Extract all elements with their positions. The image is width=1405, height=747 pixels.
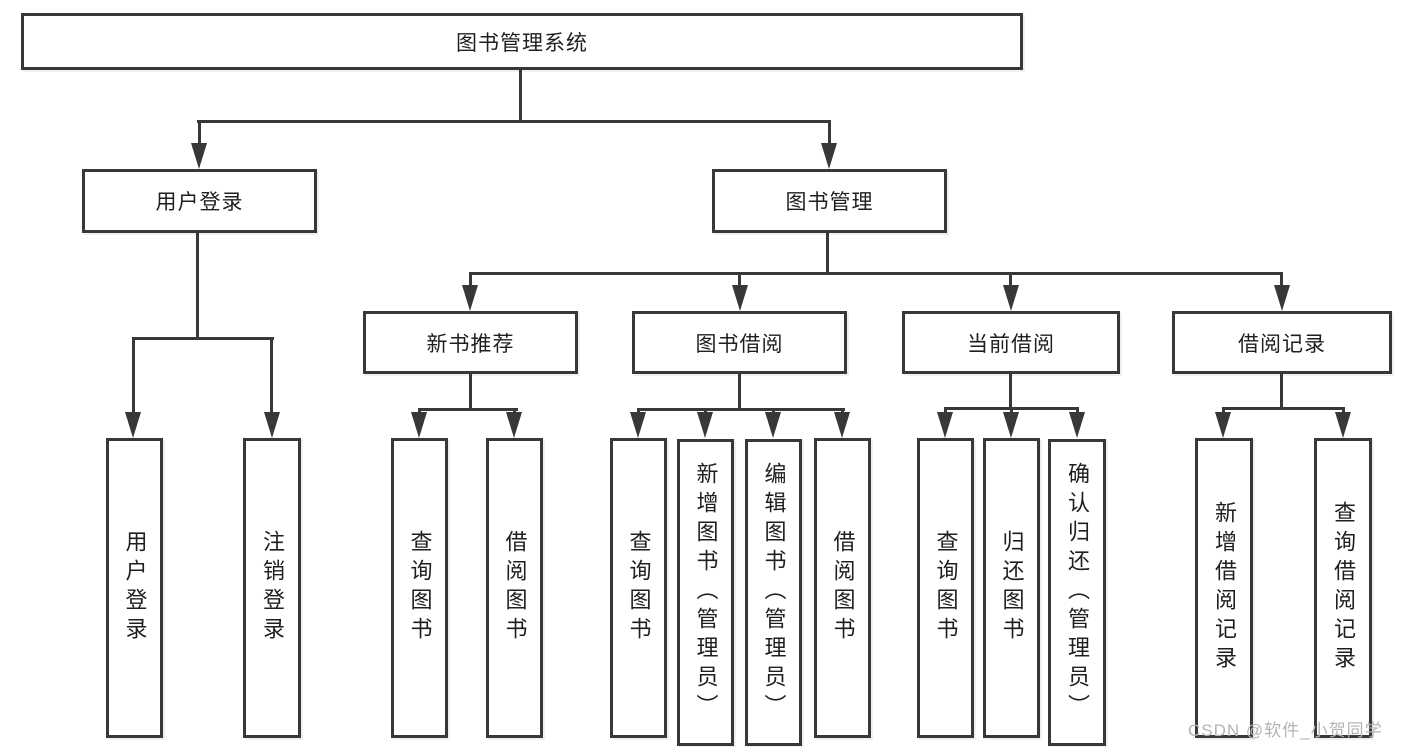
arrow-down-icon	[1274, 285, 1290, 311]
leaf-add-borrow-record: 新增借阅记录	[1195, 438, 1253, 738]
connector-line	[132, 337, 135, 417]
leaf-query-borrow-record: 查询借阅记录	[1314, 438, 1372, 738]
connector-line	[469, 272, 1283, 275]
connector-line	[197, 120, 831, 123]
arrow-down-icon	[630, 412, 646, 438]
arrow-down-icon	[1003, 285, 1019, 311]
connector-line	[469, 272, 472, 292]
connector-line	[637, 408, 845, 411]
leaf-confirm-return-admin: 确认归还（管理员）	[1048, 439, 1106, 746]
arrow-down-icon	[1335, 412, 1351, 438]
connector-line	[270, 337, 273, 417]
node-label: 借阅记录	[1238, 332, 1326, 356]
node-book-borrowing: 图书借阅	[632, 311, 847, 374]
node-current-borrowing: 当前借阅	[902, 311, 1120, 374]
arrow-down-icon	[1003, 412, 1019, 438]
node-library-management-system: 图书管理系统	[21, 13, 1023, 70]
leaf-label: 归还图书	[999, 530, 1025, 646]
arrow-down-icon	[264, 412, 280, 438]
leaf-query-books-recommend: 查询图书	[391, 438, 448, 738]
node-label: 图书借阅	[695, 332, 784, 356]
node-label: 当前借阅	[967, 332, 1055, 356]
connector-line	[1280, 272, 1283, 292]
arrow-down-icon	[191, 143, 207, 169]
arrow-down-icon	[937, 412, 953, 438]
leaf-label: 查询借阅记录	[1331, 501, 1356, 675]
node-label: 用户登录	[155, 191, 244, 214]
leaf-label: 确认归还（管理员）	[1065, 462, 1090, 723]
node-book-management: 图书管理	[712, 169, 947, 233]
arrow-down-icon	[411, 412, 427, 438]
connector-line	[826, 233, 829, 275]
arrow-down-icon	[732, 285, 748, 311]
leaf-label: 借阅图书	[502, 530, 528, 646]
leaf-label: 新增图书（管理员）	[693, 462, 719, 723]
node-borrowing-records: 借阅记录	[1172, 311, 1392, 374]
connector-line	[418, 408, 518, 411]
connector-line	[738, 374, 741, 410]
leaf-label: 编辑图书（管理员）	[761, 462, 787, 723]
arrow-down-icon	[1069, 412, 1085, 438]
node-label: 图书管理系统	[456, 31, 588, 55]
connector-line	[196, 233, 199, 340]
node-new-book-recommend: 新书推荐	[363, 311, 578, 374]
leaf-label: 注销登录	[260, 530, 285, 646]
node-label: 新书推荐	[426, 332, 515, 356]
connector-line	[1222, 407, 1345, 410]
leaf-return-book: 归还图书	[983, 438, 1040, 738]
leaf-borrow-books-recommend: 借阅图书	[486, 438, 543, 738]
leaf-label: 用户登录	[122, 530, 148, 646]
connector-line	[828, 120, 831, 148]
leaf-query-books-current: 查询图书	[917, 438, 974, 738]
arrow-down-icon	[697, 412, 713, 438]
arrow-down-icon	[462, 285, 478, 311]
leaf-add-book-admin: 新增图书（管理员）	[677, 439, 734, 746]
arrow-down-icon	[834, 412, 850, 438]
leaf-edit-book-admin: 编辑图书（管理员）	[745, 439, 802, 746]
leaf-user-login: 用户登录	[106, 438, 163, 738]
leaf-label: 查询图书	[933, 530, 959, 646]
leaf-label: 查询图书	[407, 530, 433, 646]
arrow-down-icon	[1215, 412, 1231, 438]
node-label: 图书管理	[785, 191, 874, 214]
leaf-label: 查询图书	[626, 530, 652, 646]
connector-line	[1009, 374, 1012, 409]
leaf-borrow-books: 借阅图书	[814, 438, 871, 738]
connector-line	[132, 337, 274, 340]
csdn-watermark: CSDN @软件_小贺同学	[1188, 721, 1383, 740]
connector-line	[198, 120, 201, 148]
leaf-label: 新增借阅记录	[1212, 501, 1237, 675]
leaf-label: 借阅图书	[830, 530, 856, 646]
arrow-down-icon	[821, 143, 837, 169]
leaf-logout: 注销登录	[243, 438, 301, 738]
connector-line	[1009, 272, 1012, 292]
node-user-login: 用户登录	[82, 169, 317, 233]
connector-line	[519, 70, 522, 123]
connector-line	[738, 272, 741, 292]
leaf-query-books-borrow: 查询图书	[610, 438, 667, 738]
arrow-down-icon	[506, 412, 522, 438]
arrow-down-icon	[765, 412, 781, 438]
connector-line	[1280, 374, 1283, 409]
connector-line	[469, 374, 472, 410]
arrow-down-icon	[125, 412, 141, 438]
